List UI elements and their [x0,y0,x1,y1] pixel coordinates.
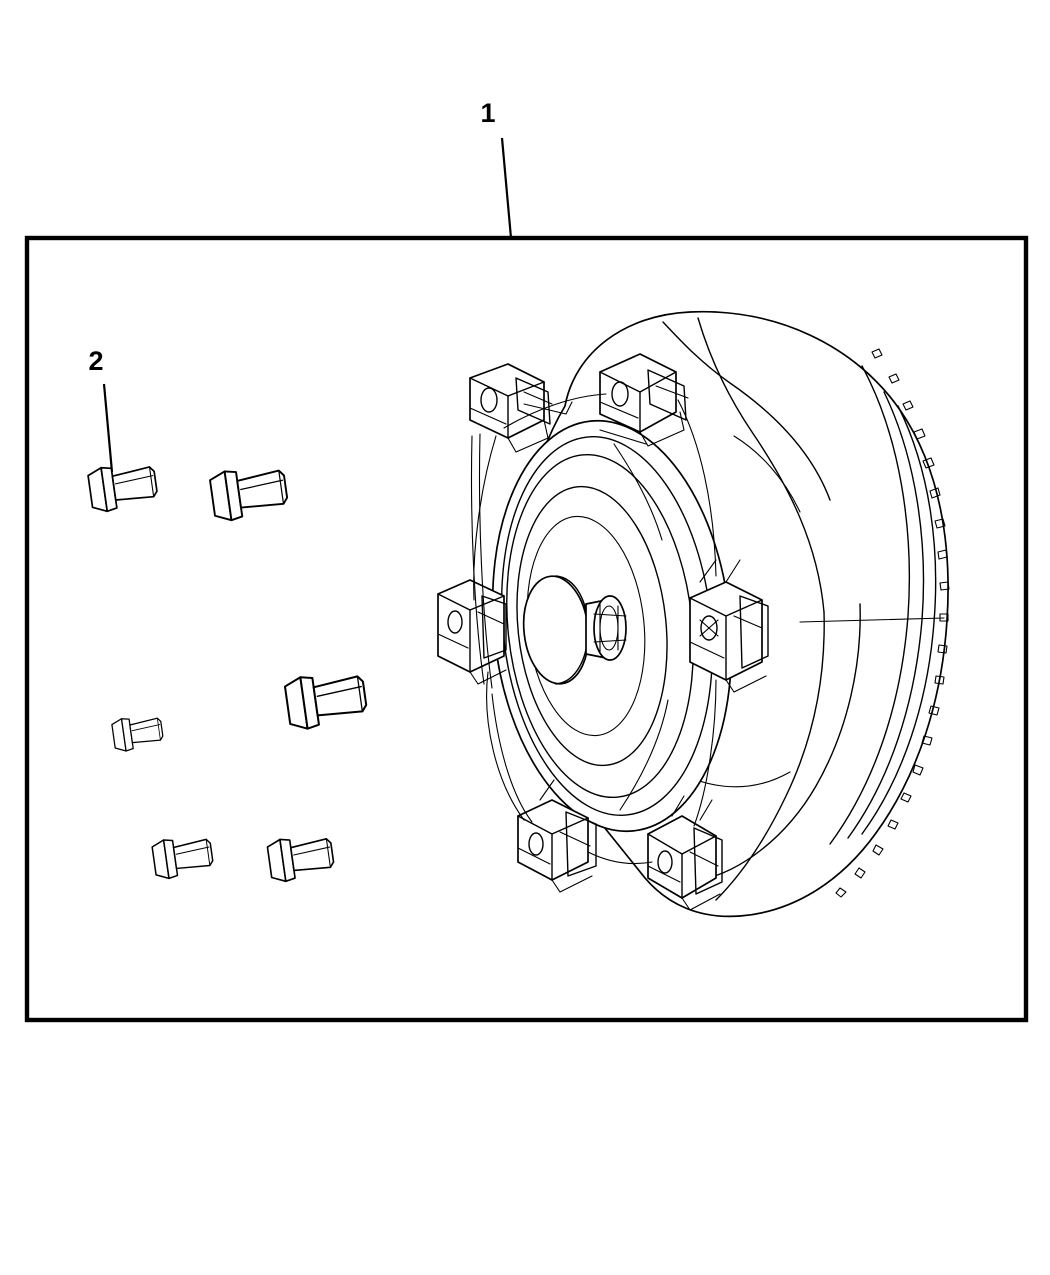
face-seam-lower [619,699,669,811]
strut-left-1 [470,435,485,685]
flange-arc-lower [587,851,653,865]
shell-ridge-outer-1 [861,405,937,835]
bolt-6 [266,837,335,883]
bolt-2 [209,469,289,522]
shell-ridge-outer-2 [847,391,925,839]
shell-contour-mid-a [697,317,825,613]
shell-ridge-outer-3 [829,365,910,845]
ring-gear-teeth [835,348,950,898]
front-face-dish-ring [516,485,668,767]
shell-contour-upper [662,321,831,501]
callout-2-leader-line [102,383,114,473]
hub-spline-4 [593,639,627,643]
shell-contour-lower [699,603,861,881]
flange-arc-left-2 [486,671,525,821]
torque-converter-bolts [87,466,368,883]
callout-1-leader-line [500,137,513,239]
bolt-5 [151,838,214,880]
mounting-lug-right [689,559,769,693]
callout-1: 1 [480,98,513,239]
mounting-lug-lower-right [647,795,723,911]
hub-spline-3 [593,613,627,617]
mounting-lug-left [437,579,507,685]
center-hub [522,575,627,685]
face-seam-upper [613,443,663,541]
mounting-lug-upper-right [599,353,689,447]
flange-arc-right-2 [677,399,717,577]
flange-arc-right [693,679,717,827]
flange-arc-upper [503,393,607,429]
shell-contour-fin-a [733,435,801,513]
mounting-lug-lower-left [517,779,597,893]
callout-2-label: 2 [88,346,103,376]
strut-left-2 [478,433,493,689]
mounting-lug-upper-left [469,363,573,453]
callout-2: 2 [88,346,114,473]
strut-lower-left [491,693,533,823]
bolt-1 [87,466,158,513]
callout-1-label: 1 [480,98,495,128]
shell-contour-mid-b [715,611,825,901]
torque-converter-assembly [437,310,950,918]
flange-arc-left [473,435,497,601]
assembly-boundary-box [24,235,1029,1023]
bolt-3 [111,717,164,752]
bolt-4 [283,675,368,730]
